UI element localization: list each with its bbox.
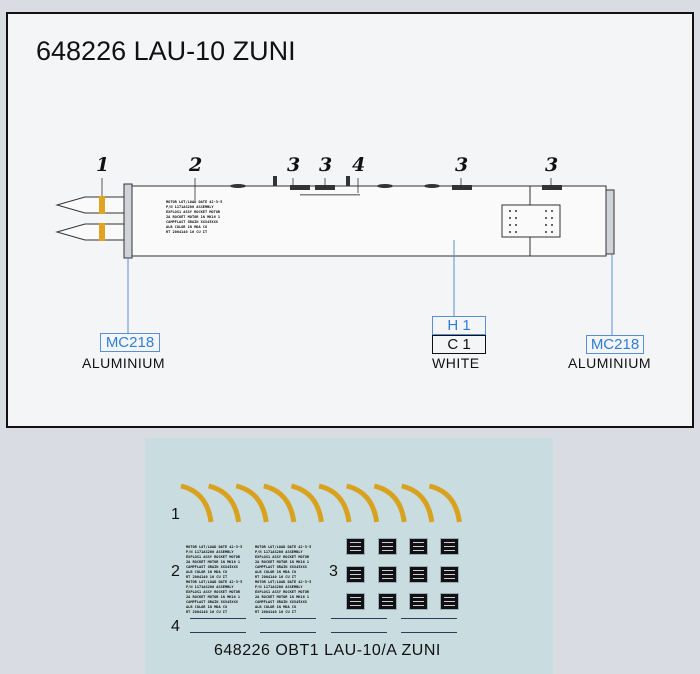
callout-1: 1	[96, 154, 110, 176]
decal-label-2: 2	[171, 563, 180, 580]
stencil-line-decal	[401, 632, 457, 634]
decal-stencil: MOTOR LOT/LOAD DATE 42-3-5 P/N 1171AS200…	[186, 580, 243, 614]
decal-stencil: MOTOR LOT/LOAD DATE 42-3-5 P/N 1171AS200…	[255, 580, 312, 614]
callout-3: 3	[545, 154, 559, 176]
right-end-cap	[605, 189, 615, 255]
yellow-band-decal	[235, 483, 269, 523]
callout-3: 3	[287, 154, 301, 176]
stencil-square-decal	[409, 593, 428, 610]
callout-4: 4	[352, 154, 366, 176]
right-color-name: ALUMINIUM	[568, 355, 652, 371]
body-color-c: C 1	[432, 335, 486, 354]
decal-stencil: MOTOR LOT/LOAD DATE 42-3-5 P/N 1171AS200…	[186, 545, 243, 579]
stencil-tab	[315, 185, 335, 190]
stencil-square-decal	[378, 538, 397, 555]
stencil-line-decal	[190, 618, 246, 620]
stencil-tab	[290, 185, 310, 190]
decal-label-3: 3	[329, 563, 338, 580]
body-color-h: H 1	[432, 316, 486, 335]
stencil-line-decal	[401, 618, 457, 620]
callout-2: 2	[189, 154, 203, 176]
stencil-square-decal	[346, 593, 365, 610]
stencil-square-decal	[378, 566, 397, 583]
band-upper	[99, 196, 105, 214]
stencil-square-decal	[440, 566, 459, 583]
body-color-name: WHITE	[432, 355, 480, 371]
callout-3: 3	[455, 154, 469, 176]
yellow-band-decal	[345, 483, 380, 523]
stencil-tab	[542, 185, 562, 190]
yellow-band-decal	[290, 483, 324, 523]
right-color-code: MC218	[586, 335, 644, 354]
yellow-band-decal	[207, 483, 242, 523]
left-color-name: ALUMINIUM	[82, 355, 166, 371]
decal-label-1: 1	[171, 506, 180, 523]
stencil-square-decal	[346, 538, 365, 555]
stencil-line-decal	[260, 632, 316, 634]
callout-3: 3	[319, 154, 333, 176]
stencil-square-decal	[378, 593, 397, 610]
stencil-tab	[452, 185, 472, 190]
stencil-square-decal	[440, 538, 459, 555]
band-lower	[99, 223, 105, 241]
stencil-square-decal	[440, 593, 459, 610]
dot-panel	[501, 204, 561, 238]
yellow-band-decal	[401, 483, 435, 523]
yellow-band-decal	[318, 483, 352, 523]
stencil-square-decal	[409, 566, 428, 583]
decal-sheet	[145, 438, 553, 674]
decal-label-4: 4	[171, 618, 180, 635]
stencil-line-decal	[331, 632, 387, 634]
page-title: 648226 LAU-10 ZUNI	[36, 36, 296, 66]
yellow-band-decal	[428, 483, 462, 523]
yellow-band-decal	[180, 483, 214, 523]
yellow-band-decal	[263, 483, 297, 523]
yellow-band-decal	[373, 483, 407, 523]
stencil-line-decal	[190, 632, 246, 634]
decal-stencil: MOTOR LOT/LOAD DATE 42-3-5 P/N 1171AS200…	[255, 545, 312, 579]
stencil-text: MOTOR LOT/LOAD DATE 42-3-5 P/N 1171AS200…	[166, 200, 223, 234]
stencil-line-decal	[260, 618, 316, 620]
left-color-code: MC218	[100, 333, 160, 352]
stencil-square-decal	[346, 566, 365, 583]
rocket-pod-drawing	[55, 176, 615, 335]
decal-sheet-title: 648226 OBT1 LAU-10/A ZUNI	[214, 642, 441, 659]
stencil-line-decal	[331, 618, 387, 620]
stencil-square-decal	[409, 538, 428, 555]
